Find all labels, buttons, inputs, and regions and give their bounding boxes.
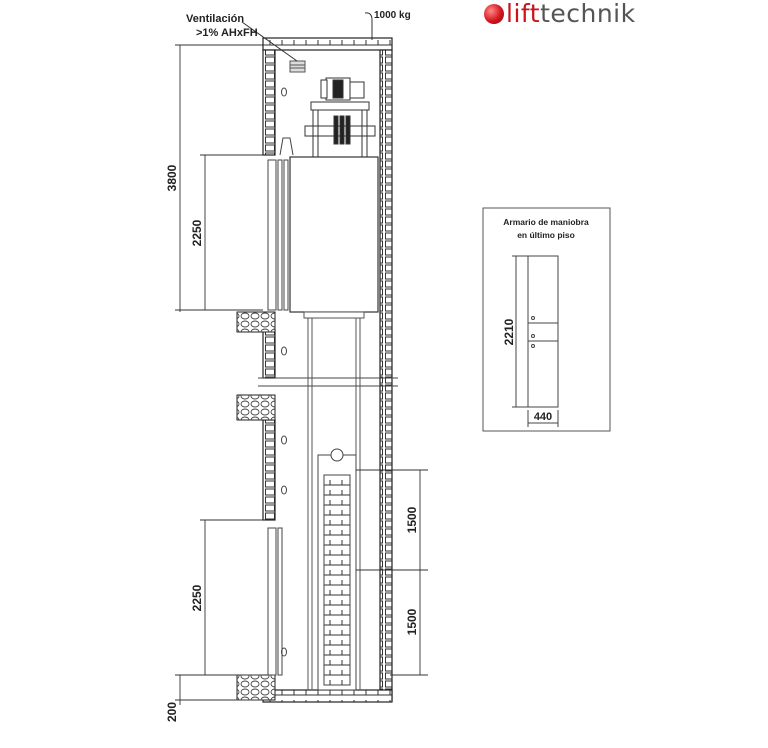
ventilation-leader [241,21,298,62]
floor-slabs [236,311,276,701]
counterweight [317,448,357,691]
ventilation-label: Ventilación [186,13,244,25]
logo-ball-icon [484,4,504,24]
cabinet-width: 440 [534,411,552,423]
dim-pit-slab: 200 [165,702,179,722]
lifttechnik-logo: lifttechnik [484,0,636,28]
elevator-car [289,156,379,313]
load-leader [364,12,373,40]
dim-cw-lower: 1500 [405,608,419,635]
ventilation-requirement: >1% AHxFH [196,27,258,39]
dim-cw-upper: 1500 [405,506,419,533]
wall-fixings [281,87,287,657]
cabinet-drawing [512,255,559,427]
traction-machine [304,77,376,157]
cabinet-title-line1: Armario de maniobra [503,217,589,227]
dimension-lines [175,44,428,705]
cabinet-height: 2210 [502,318,516,345]
shaft-walls [262,37,393,703]
ventilation-grille [289,60,306,73]
dim-door-height-bottom: 2250 [190,584,204,611]
cabinet-title-line2: en último piso [517,230,575,240]
dim-door-height-top: 2250 [190,219,204,246]
control-cabinet-panel: Armario de maniobra en último piso 2210 … [482,207,611,432]
landing-door-bottom [267,527,283,676]
logo-text: lifttechnik [506,0,636,28]
break-lines [258,377,398,387]
dim-total-height: 3800 [165,164,179,191]
car-door-top [267,159,289,311]
load-capacity-label: 1000 kg [374,10,411,21]
door-operator [279,137,294,156]
